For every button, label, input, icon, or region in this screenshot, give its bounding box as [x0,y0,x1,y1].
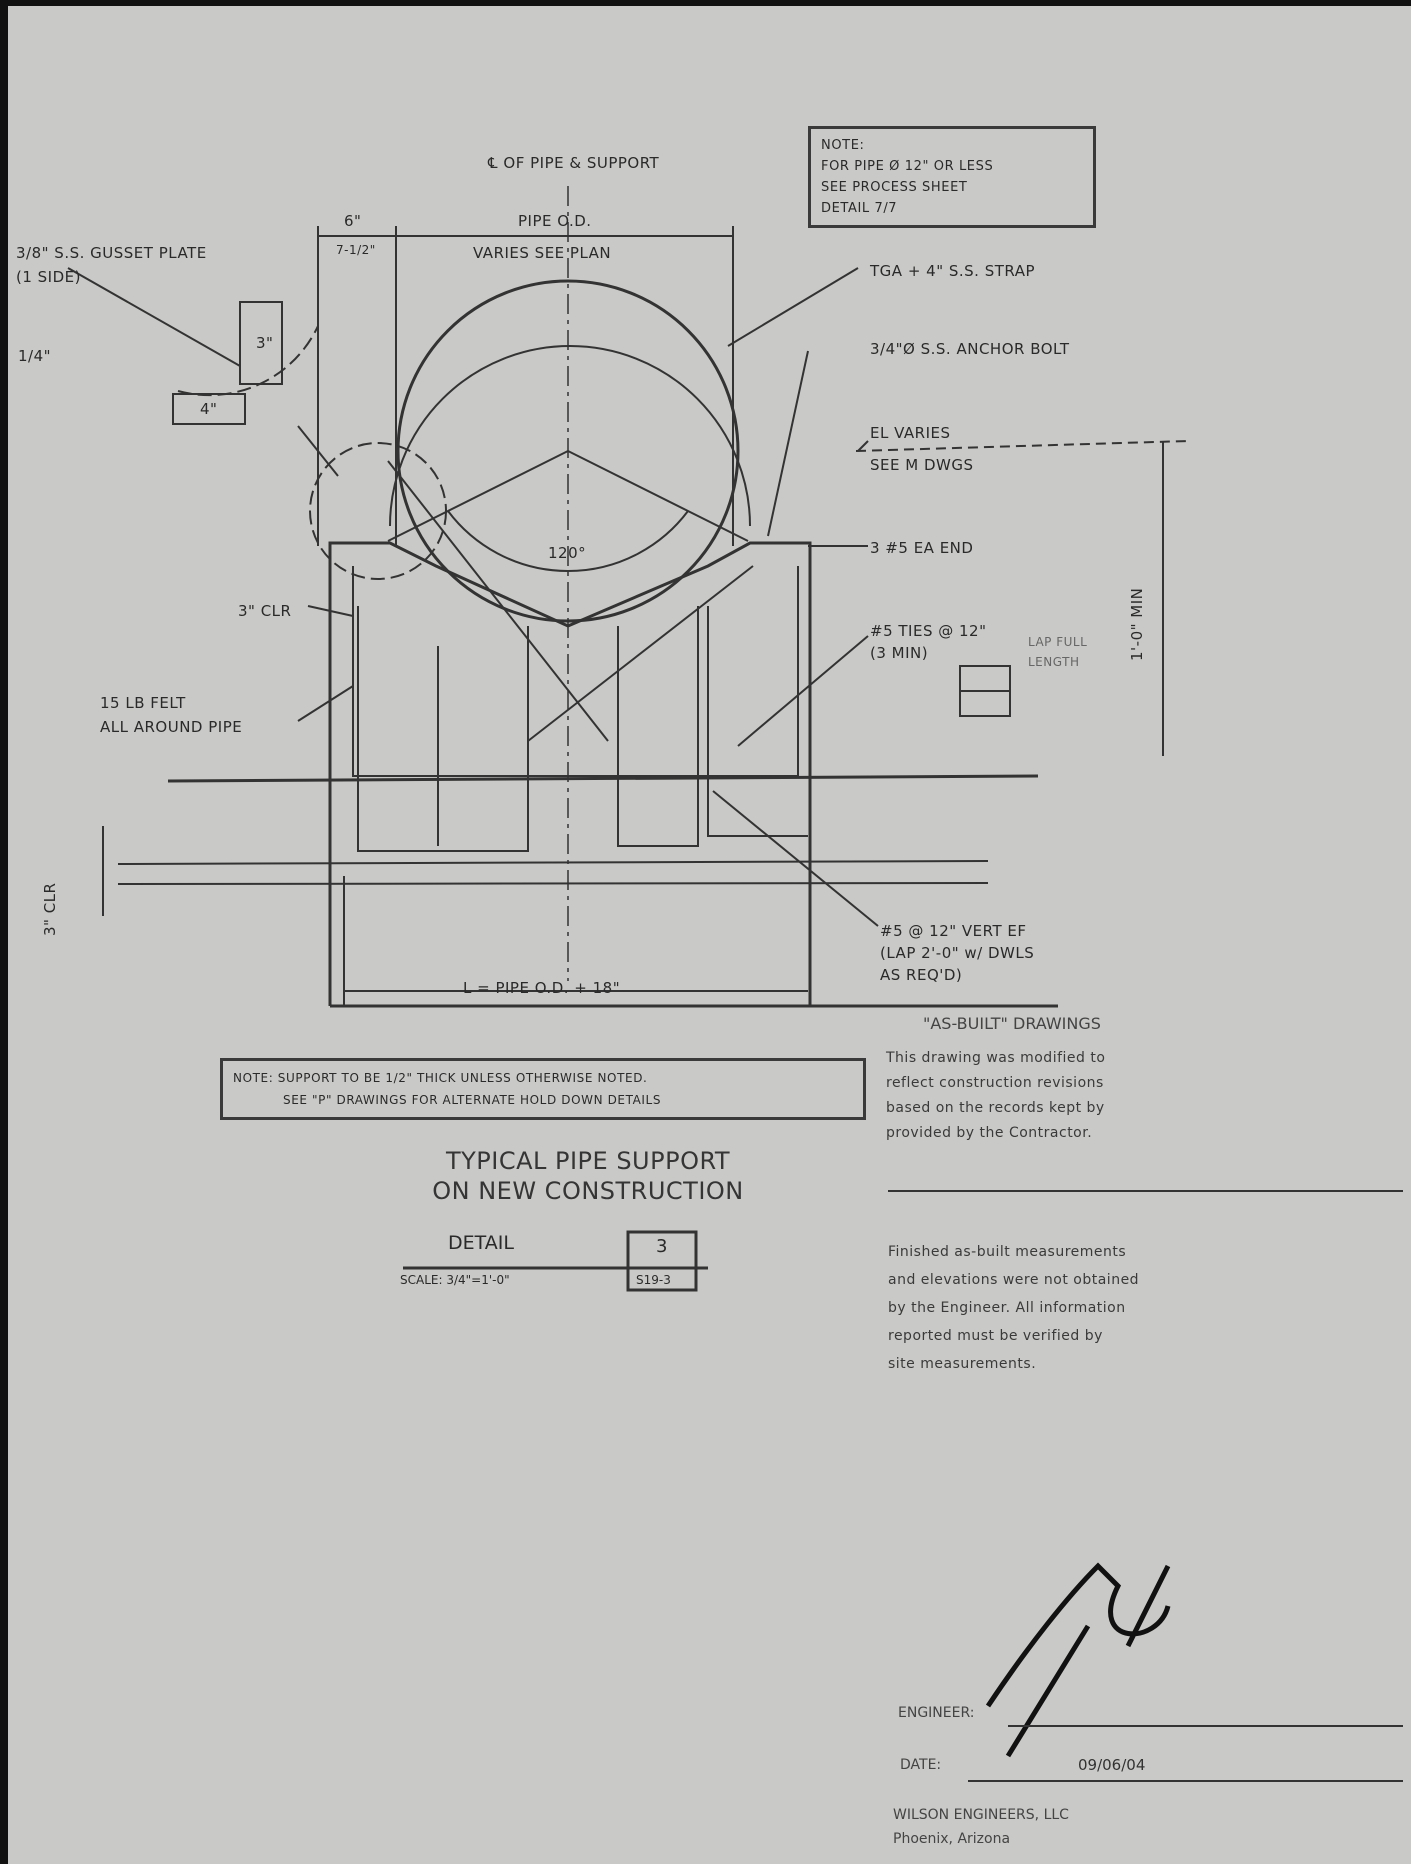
note-line: DETAIL 7/7 [821,201,898,216]
length-equation: L = PIPE O.D. + 18" [463,979,621,997]
sign-date: 09/06/04 [1078,1756,1146,1774]
gusset-base [172,393,246,425]
pipe-size-note: NOTE: FOR PIPE Ø 12" OR LESS SEE PROCESS… [808,126,1096,228]
para-line: by the Engineer. All information [888,1300,1126,1316]
detail-number: 3 [656,1236,668,1257]
vert-bars-label: #5 @ 12" VERT EF [880,922,1027,940]
title-line: ON NEW CONSTRUCTION [432,1177,744,1205]
signature-mark [985,1562,1171,1758]
para-line: reported must be verified by [888,1328,1103,1344]
bar-3 [617,606,699,847]
note-line: FOR PIPE Ø 12" OR LESS [821,159,994,174]
note-line: NOTE: SUPPORT TO BE 1/2" THICK UNLESS OT… [233,1071,648,1085]
grade-line-1 [167,774,1039,783]
angle-line-2 [567,450,749,542]
lap-dwls-label: (LAP 2'-0" w/ DWLS [880,944,1035,962]
pipe-od-label: PIPE O.D. [518,212,592,230]
varies-label: VARIES SEE PLAN [473,244,612,262]
detail-number-box [626,1230,698,1292]
gusset-label: 3/8" S.S. GUSSET PLATE [16,244,207,262]
para-line: reflect construction revisions [886,1075,1104,1091]
note-line: SEE PROCESS SHEET [821,180,968,195]
detail-label: DETAIL [448,1232,514,1254]
angle-line-1 [387,450,569,542]
center-line-label: ℄ OF PIPE & SUPPORT [488,154,660,172]
strap [389,345,751,527]
x-line-3 [712,790,879,927]
detail-circle-2 [177,325,319,397]
clr-vertical-label: 3" CLR [41,882,59,936]
dim-7-12-label: 7-1/2" [336,243,376,257]
title-line: TYPICAL PIPE SUPPORT [445,1147,731,1175]
as-built-heading: "AS-BUILT" DRAWINGS [923,1014,1101,1033]
angle-label: 120° [548,544,587,562]
weld-label: 1/4" [18,347,52,365]
grade-line-2 [117,860,989,865]
support-outline [328,541,812,1006]
ties-min-label: (3 MIN) [870,644,929,662]
para-line: Finished as-built measurements [888,1244,1127,1260]
para-line: site measurements. [888,1356,1037,1372]
angle-arc [447,510,689,572]
lap-length-label: LENGTH [1028,655,1080,669]
para-line: based on the records kept by [886,1100,1105,1116]
detail-circle-1 [309,442,447,580]
drawing-sheet: ℄ OF PIPE & SUPPORT 6" 7-1/2" PIPE O.D. … [8,6,1411,1864]
el-varies-label: EL VARIES [870,424,951,442]
drawing-title: TYPICAL PIPE SUPPORT ON NEW CONSTRUCTION [378,1146,798,1206]
min-vertical-label: 1'-0" MIN [1128,587,1146,661]
el-line [855,440,1189,452]
strap-label: TGA + 4" S.S. STRAP [870,262,1036,280]
clr-3-label: 3" CLR [238,602,292,620]
rebar-tie [352,566,799,777]
ties-label: #5 TIES @ 12" [870,622,987,640]
note-line: SEE "P" DRAWINGS FOR ALTERNATE HOLD DOWN… [283,1093,662,1107]
lap-label: LAP FULL [1028,635,1088,649]
gusset-dim-4: 4" [200,400,218,418]
detail-scale: SCALE: 3/4"=1'-0" [400,1273,510,1287]
para-line: and elevations were not obtained [888,1272,1140,1288]
finished-text: Finished as-built measurements and eleva… [888,1238,1139,1378]
felt-label: 15 LB FELT [100,694,186,712]
firm-city: Phoenix, Arizona [893,1831,1011,1847]
see-m-label: SEE M DWGS [870,456,974,474]
note-line: NOTE: [821,138,865,153]
support-note: NOTE: SUPPORT TO BE 1/2" THICK UNLESS OT… [220,1058,866,1120]
para-line: This drawing was modified to [886,1050,1106,1066]
gusset-dim-3: 3" [256,334,274,352]
para-line: provided by the Contractor. [886,1125,1093,1141]
grade-line-3 [117,882,989,885]
date-label: DATE: [900,1757,942,1773]
x-line-2 [527,565,754,742]
dim-6-label: 6" [344,212,362,230]
x-line-1 [387,460,609,742]
pipe-support-drawing [67,186,1403,1782]
engineer-label: ENGINEER: [898,1705,975,1721]
bar-4 [707,606,808,837]
detail-ref: S19-3 [636,1273,671,1287]
bar-1 [357,606,529,852]
as-reqd-label: AS REQ'D) [880,966,963,984]
felt-around-label: ALL AROUND PIPE [100,718,243,736]
anchor-label: 3/4"Ø S.S. ANCHOR BOLT [870,340,1070,358]
firm-name: WILSON ENGINEERS, LLC [893,1807,1069,1823]
as-built-text: This drawing was modified to reflect con… [886,1046,1105,1146]
bars-ea-end-label: 3 #5 EA END [870,539,974,557]
gusset-side-label: (1 SIDE) [16,268,81,286]
